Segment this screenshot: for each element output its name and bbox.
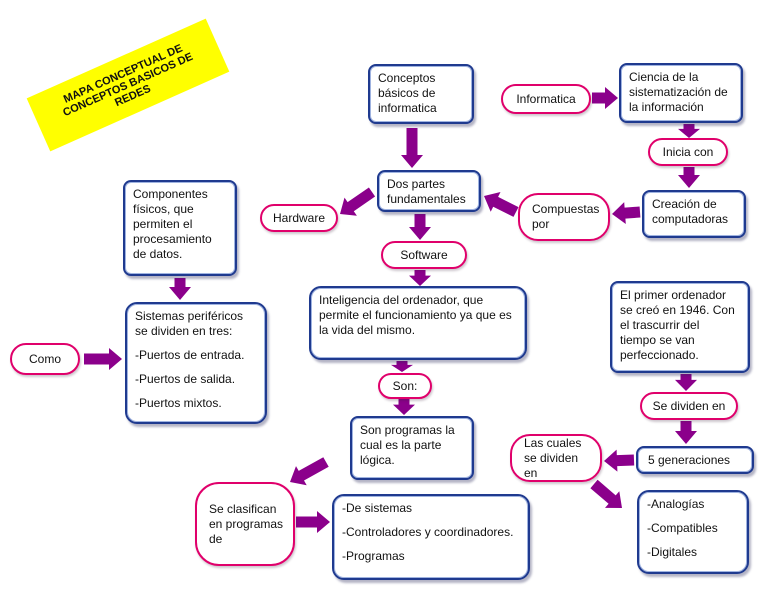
node-conceptos-basicos: Conceptos básicos de informatica: [368, 64, 474, 124]
node-text: se dividen en: [524, 450, 579, 480]
node-text: de datos.: [133, 247, 183, 261]
node-text: informatica: [378, 101, 437, 115]
node-text: Conceptos: [378, 71, 436, 85]
node-creacion: Creación de computadoras: [642, 190, 746, 238]
node-text: físicos, que: [133, 202, 194, 216]
arrow-compuestas-to-dos-partes: [484, 192, 519, 217]
arrow-dos-partes-to-software: [409, 214, 431, 240]
node-son-programas: Son programas la cual es la parte lógica…: [350, 416, 474, 480]
node-dos-partes: Dos partes fundamentales: [377, 170, 481, 212]
list-item: -Compatibles: [647, 521, 718, 535]
node-informatica: Informatica: [501, 84, 591, 114]
arrow-software-to-inteligencia: [409, 270, 431, 286]
node-inteligencia: Inteligencia del ordenador, que permite …: [309, 286, 527, 360]
node-text: la información: [629, 100, 704, 114]
node-text: en programas: [209, 516, 284, 531]
node-componentes: Componentes físicos, que permiten el pro…: [123, 180, 237, 276]
node-text: permite el funcionamiento ya que es: [319, 308, 512, 322]
node-text: básicos de: [378, 86, 436, 100]
node-text: Compuestas: [532, 202, 600, 216]
node-son: Son:: [378, 373, 432, 399]
node-text: computadoras: [652, 212, 729, 226]
arrow-ciencia-to-inicia: [678, 124, 700, 138]
node-text: por: [532, 217, 550, 231]
node-text: 5 generaciones: [648, 452, 731, 467]
node-text: Se dividen en: [652, 398, 726, 413]
node-text: Creación de: [652, 197, 717, 211]
node-primer-ordenador: El primer ordenador se creó en 1946. Con…: [610, 281, 750, 373]
arrow-primer-to-dividen: [675, 374, 697, 391]
list-item: -Puertos de salida.: [135, 372, 236, 386]
node-text: fundamentales: [387, 192, 466, 206]
node-text: Se clasifican: [209, 501, 277, 516]
node-text: permiten el: [133, 217, 193, 231]
node-text: sistematización de: [629, 85, 728, 99]
node-text: tiempo se van: [620, 333, 695, 347]
list-item: -Puertos de entrada.: [135, 348, 245, 362]
list-item: -Programas: [342, 549, 405, 563]
arrow-inicia-to-creacion: [678, 167, 700, 188]
node-las-cuales: Las cuales se dividen en: [510, 434, 602, 482]
node-se-clasifican: Se clasifican en programas de: [195, 482, 295, 566]
node-text: se creó en 1946. Con: [620, 303, 735, 317]
node-como: Como: [10, 343, 80, 375]
node-text: Hardware: [272, 210, 326, 225]
node-text: Son:: [392, 378, 418, 393]
arrow-como-to-perifericos: [84, 348, 122, 370]
arrow-son-to-programas: [393, 399, 415, 415]
node-text: Las cuales: [524, 435, 582, 450]
arrow-conceptos-to-dos-partes: [401, 128, 423, 168]
node-text: Dos partes: [387, 177, 446, 191]
node-text: la vida del mismo.: [319, 323, 416, 337]
node-perifericos: Sistemas periféricos se dividen en tres:…: [125, 302, 267, 424]
arrow-dividen-to-generaciones: [675, 421, 697, 444]
node-tipos-programas: -De sistemas -Controladores y coordinado…: [332, 494, 530, 580]
arrow-las-cuales-to-tipos: [590, 479, 622, 508]
node-text: el trascurrir del: [620, 318, 700, 332]
node-text: de: [209, 531, 223, 546]
list-item: -Digitales: [647, 545, 698, 559]
node-compuestas-por: Compuestas por: [518, 193, 610, 241]
node-software: Software: [381, 241, 467, 269]
arrow-generaciones-to-las-cuales: [604, 449, 635, 472]
node-text: Inteligencia del ordenador, que: [319, 293, 484, 307]
node-text: Como: [28, 351, 61, 366]
node-text: cual es la parte: [360, 438, 442, 452]
arrow-programas-to-clasifican: [290, 457, 329, 486]
node-text: Inicia con: [662, 144, 714, 159]
arrow-componentes-to-perifericos: [169, 278, 191, 300]
node-text: se dividen en tres:: [135, 324, 233, 338]
node-hardware: Hardware: [260, 204, 338, 232]
node-text: lógica.: [360, 453, 395, 467]
node-text: Componentes: [133, 187, 208, 201]
arrow-dos-partes-to-hardware: [340, 187, 376, 216]
node-text: Sistemas periféricos: [135, 309, 244, 323]
node-text: Ciencia de la: [629, 70, 699, 84]
arrow-creacion-to-compuestas: [612, 202, 641, 224]
arrow-clasifican-to-tipos: [296, 511, 330, 533]
node-text: perfeccionado.: [620, 348, 699, 362]
node-tipos-generaciones: -Analogías -Compatibles -Digitales: [637, 490, 749, 574]
list-item: -Puertos mixtos.: [135, 396, 222, 410]
node-se-dividen-en: Se dividen en: [640, 392, 738, 420]
node-text: Son programas la: [360, 423, 455, 437]
node-text: Software: [400, 247, 448, 262]
arrow-informatica-to-ciencia: [592, 87, 618, 109]
list-item: -Controladores y coordinadores.: [342, 525, 514, 539]
node-text: procesamiento: [133, 232, 212, 246]
node-text: El primer ordenador: [620, 288, 727, 302]
node-generaciones: 5 generaciones: [636, 446, 754, 474]
list-item: -De sistemas: [342, 501, 413, 515]
node-ciencia: Ciencia de la sistematización de la info…: [619, 63, 743, 123]
list-item: -Analogías: [647, 497, 705, 511]
node-text: Informatica: [516, 91, 576, 106]
arrow-inteligencia-to-son: [391, 361, 413, 372]
node-inicia-con: Inicia con: [648, 138, 728, 166]
